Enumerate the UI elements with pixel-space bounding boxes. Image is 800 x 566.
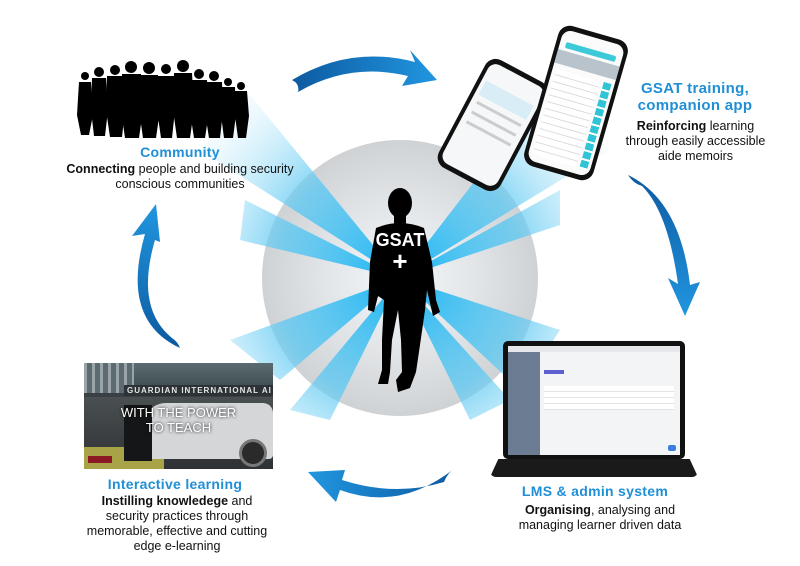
- video-thumbnail-icon[interactable]: GUARDIAN INTERNATIONAL AI WITH THE POWER…: [84, 363, 273, 469]
- arrow-app-to-lms-icon: [628, 175, 700, 316]
- thumbnail-title-line2: TO TEACH: [145, 420, 212, 435]
- lms-title: LMS & admin system: [521, 483, 669, 499]
- app-desc-rest: learning through easily accessible aide …: [625, 119, 766, 163]
- arrow-lms-to-interactive-icon: [308, 468, 455, 502]
- crowd-silhouette-icon: [77, 60, 249, 138]
- app-desc-bold: Reinforcing: [636, 119, 707, 133]
- thumbnail-title-line1: WITH THE POWER: [120, 405, 237, 420]
- beam-right: [400, 190, 560, 278]
- community-title: Community: [140, 144, 220, 160]
- lms-desc-bold: Organising: [524, 503, 591, 517]
- laptop-icon: [503, 341, 685, 459]
- lms-description: Organising, analysing and managing learn…: [505, 503, 695, 533]
- lms-desc-rest: , analysing and managing learner driven …: [518, 503, 682, 532]
- thumbnail-red-bar: [88, 456, 113, 463]
- app-description: Reinforcing learning through easily acce…: [618, 119, 773, 164]
- beam-lower-left-2: [290, 278, 400, 420]
- arrow-community-to-app-icon: [292, 50, 437, 92]
- hub-plus-icon: +: [392, 246, 408, 276]
- community-desc-bold: Connecting: [66, 162, 136, 176]
- beam-left: [240, 200, 400, 278]
- community-desc-rest: people and building security conscious c…: [115, 162, 294, 191]
- walking-person-silhouette-icon: [368, 188, 440, 392]
- app-title-line1: GSAT training,: [640, 80, 750, 97]
- interactive-title: Interactive learning: [107, 476, 243, 492]
- interactive-desc-bold: Instilling knowledege: [101, 494, 229, 508]
- app-title-line2: companion app: [637, 97, 753, 114]
- hub-label: GSAT: [375, 230, 425, 250]
- community-description: Connecting people and building security …: [60, 162, 300, 192]
- thumbnail-sign: GUARDIAN INTERNATIONAL AI: [124, 385, 273, 396]
- interactive-desc-rest: and security practices through memorable…: [86, 494, 268, 553]
- beam-lower-right-2: [400, 278, 510, 420]
- beam-lower-left: [230, 278, 400, 380]
- laptop-keyboard-icon: [490, 459, 698, 477]
- interactive-description: Instilling knowledege and security pract…: [82, 494, 272, 554]
- arrow-interactive-to-community-icon: [132, 204, 180, 348]
- beam-upper-left: [200, 95, 400, 278]
